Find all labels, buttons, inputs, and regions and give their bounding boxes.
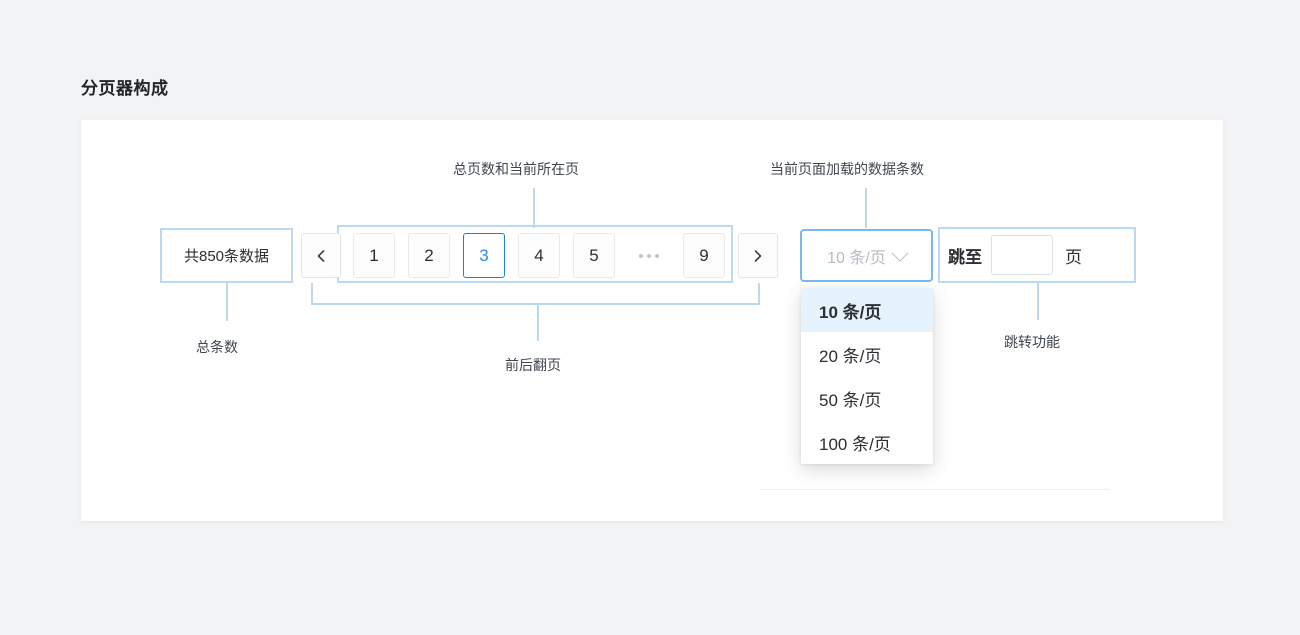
- page-button-last[interactable]: 9: [683, 233, 725, 278]
- annotation-total-pages-label: 总页数和当前所在页: [453, 161, 579, 177]
- jump-label: 跳至: [948, 247, 982, 267]
- guide-bracket-right: [758, 283, 760, 305]
- next-page-button[interactable]: [738, 233, 778, 278]
- guide-line-page-size: [865, 188, 867, 228]
- page-button-1[interactable]: 1: [353, 233, 395, 278]
- guide-line-total-count: [226, 283, 228, 321]
- guide-bracket-left: [311, 283, 313, 305]
- chevron-down-icon: [891, 244, 909, 262]
- guide-line-total-pages: [533, 188, 535, 228]
- prev-page-button[interactable]: [301, 233, 341, 278]
- annotation-jump-label: 跳转功能: [1004, 334, 1060, 350]
- page-button-5[interactable]: 5: [573, 233, 615, 278]
- page-size-option-100[interactable]: 100 条/页: [819, 434, 891, 454]
- page-number-list: 1 2 3 4 5 9: [353, 233, 738, 278]
- annotation-total-count-label: 总条数: [196, 339, 238, 355]
- page-button-3[interactable]: 3: [463, 233, 505, 278]
- page-size-option-50[interactable]: 50 条/页: [819, 390, 882, 410]
- page-size-select[interactable]: 10 条/页: [800, 229, 933, 282]
- total-records-text: 共850条数据: [183, 248, 270, 265]
- guide-bracket-bottom: [311, 303, 760, 305]
- page-title: 分页器构成: [81, 79, 169, 98]
- chevron-left-icon: [315, 248, 327, 264]
- chevron-right-icon: [752, 248, 764, 264]
- page-button-2[interactable]: 2: [408, 233, 450, 278]
- jump-page-input[interactable]: [991, 235, 1053, 275]
- highlight-box-total-count: [160, 228, 293, 283]
- card-divider: [760, 489, 1110, 490]
- page-size-option-20[interactable]: 20 条/页: [819, 346, 882, 366]
- page-button-4[interactable]: 4: [518, 233, 560, 278]
- highlight-box-jump: [938, 227, 1136, 283]
- page-size-dropdown[interactable]: 10 条/页 20 条/页 50 条/页 100 条/页: [801, 288, 933, 464]
- page-ellipsis-icon[interactable]: [628, 233, 670, 278]
- annotation-prev-next-label: 前后翻页: [505, 357, 561, 373]
- jump-to-page-group: 跳至 页: [938, 227, 1136, 283]
- page-size-option-10[interactable]: 10 条/页: [801, 288, 933, 332]
- content-card: [81, 120, 1223, 521]
- annotation-page-size-label: 当前页面加载的数据条数: [770, 161, 924, 177]
- pagination-bar: 共850条数据 1 2 3 4 5 9: [160, 228, 778, 283]
- page-size-select-value: 10 条/页: [827, 249, 886, 267]
- jump-suffix-label: 页: [1065, 247, 1082, 267]
- guide-line-jump: [1037, 282, 1039, 320]
- guide-bracket-stem: [537, 303, 539, 341]
